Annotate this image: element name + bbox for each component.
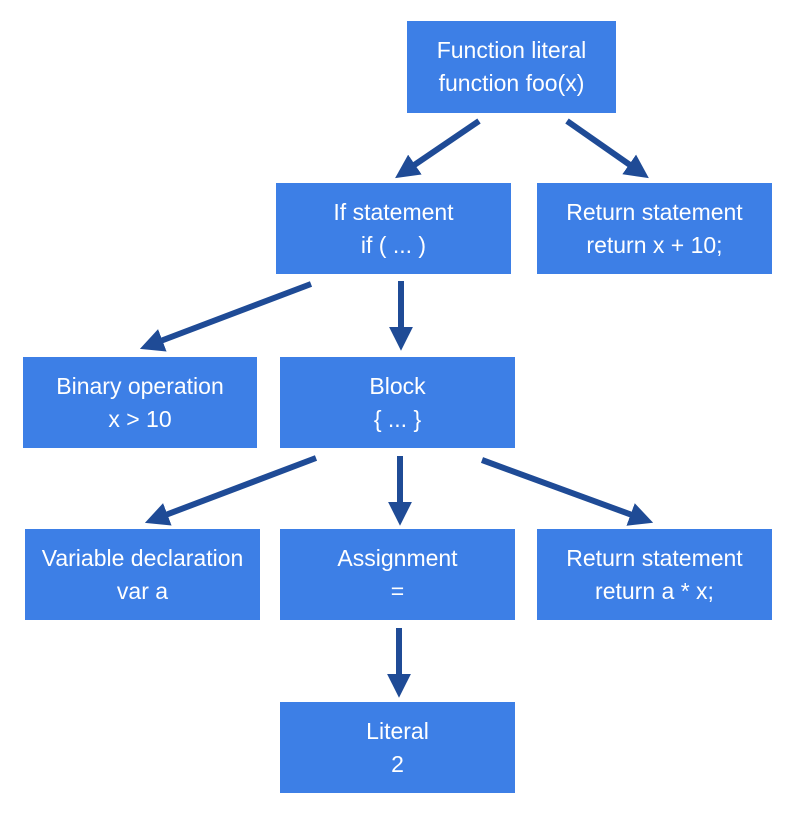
- node-detail: 2: [391, 750, 404, 777]
- node-detail: function foo(x): [438, 70, 585, 96]
- node-detail: return x + 10;: [586, 231, 723, 258]
- node-binary-operation: Binary operation x > 10: [23, 357, 257, 448]
- arrow-block-to-return-statement-bottom: [480, 457, 654, 526]
- node-title: Block: [369, 372, 426, 399]
- node-return-statement-top: Return statement return x + 10;: [537, 183, 772, 274]
- node-assignment: Assignment =: [280, 529, 515, 620]
- node-variable-declaration: Variable declaration var a: [25, 529, 260, 620]
- arrow-block-to-variable-declaration: [144, 455, 318, 526]
- node-title: If statement: [333, 198, 454, 225]
- node-title: Return statement: [566, 198, 743, 225]
- node-detail: return a * x;: [595, 577, 714, 604]
- node-literal: Literal 2: [280, 702, 515, 793]
- arrow-function-literal-to-if-statement: [395, 118, 481, 179]
- node-title: Return statement: [566, 544, 743, 571]
- node-detail: if ( ... ): [360, 231, 427, 258]
- node-detail: { ... }: [373, 405, 422, 432]
- node-title: Assignment: [337, 544, 458, 571]
- node-block: Block { ... }: [280, 357, 515, 448]
- node-title: Binary operation: [56, 372, 224, 399]
- node-title: Literal: [366, 717, 429, 744]
- node-title: Variable declaration: [41, 544, 244, 571]
- node-detail: =: [390, 577, 405, 604]
- node-function-literal: Function literal function foo(x): [407, 21, 616, 113]
- arrow-if-statement-to-binary-operation: [139, 281, 313, 352]
- node-title: Function literal: [436, 37, 587, 63]
- node-return-statement-bottom: Return statement return a * x;: [537, 529, 772, 620]
- node-if-statement: If statement if ( ... ): [276, 183, 511, 274]
- node-detail: x > 10: [108, 405, 172, 432]
- node-detail: var a: [116, 577, 169, 604]
- arrow-function-literal-to-return-statement-top: [565, 118, 649, 179]
